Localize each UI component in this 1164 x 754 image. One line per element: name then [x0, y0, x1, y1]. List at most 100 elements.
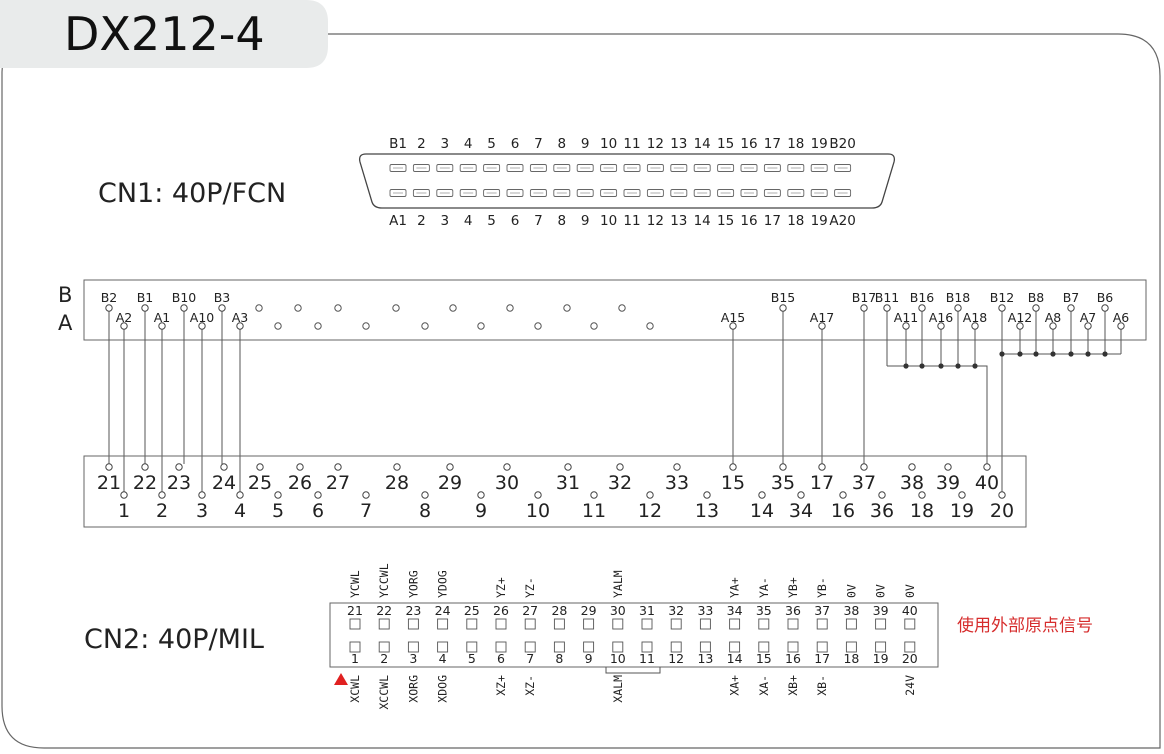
terminal-number-top: 15 [721, 472, 745, 494]
cn2-top-number: 21 [347, 603, 363, 618]
cn1-pin [529, 164, 547, 172]
cn2-connector [329, 602, 939, 668]
board-pin-label: A15 [721, 310, 745, 325]
cn2-bottom-number: 20 [902, 651, 918, 666]
cn2-bottom-number: 7 [526, 651, 534, 666]
unused-pin [274, 322, 282, 330]
cn1-pin [670, 189, 688, 197]
board-strip [83, 279, 1147, 341]
board-pin [971, 322, 979, 330]
cn1-bottom-label: 11 [623, 213, 640, 229]
cn2-pin-top [378, 618, 390, 630]
board-pin-label: B16 [910, 290, 935, 305]
board-pin-label: B1 [137, 290, 154, 305]
junction-dot [938, 363, 944, 369]
board-pin [860, 304, 868, 312]
cn2-pin-top [787, 618, 799, 630]
terminal-pin-bottom [703, 491, 711, 499]
terminal-pin-bottom [878, 491, 886, 499]
cn2-bottom-number: 17 [814, 651, 830, 666]
cn2-bottom-number: 14 [727, 651, 743, 666]
cn1-pin [670, 164, 688, 172]
cn1-pin [389, 164, 407, 172]
terminal-pin-top [818, 463, 826, 471]
cn1-bottom-label: 4 [464, 213, 473, 229]
terminal-pin-bottom [839, 491, 847, 499]
cn1-bottom-label: 12 [647, 213, 664, 229]
cn2-pin-top [407, 618, 419, 630]
cn2-top-number: 30 [610, 603, 626, 618]
cn2-pin-top [758, 618, 770, 630]
cn2-top-number: 27 [522, 603, 538, 618]
cn1-top-label: 17 [764, 136, 781, 152]
terminal-pin-bottom [958, 491, 966, 499]
cn1-pin [740, 189, 758, 197]
cn1-bottom-label: 5 [487, 213, 496, 229]
terminal-pins: 2112222332442552662772882993010311132123… [97, 463, 1014, 522]
board-pin [729, 322, 737, 330]
terminal-pin-bottom [477, 491, 485, 499]
cn1-top-label: 7 [534, 136, 543, 152]
cn2-top-signal-label: 0V [874, 584, 888, 598]
cn2-bottom-signal: 24V [903, 675, 917, 696]
cn1-top-label: 2 [417, 136, 426, 152]
cn1-pin [506, 189, 524, 197]
junction-dot [1068, 351, 1074, 357]
cn1-pin [483, 164, 501, 172]
cn1-top-label: 12 [647, 136, 664, 152]
cn2-pin-top [466, 618, 478, 630]
terminal-pin-bottom [198, 491, 206, 499]
cn2-top-number: 31 [639, 603, 655, 618]
cn2-pin-bottom [904, 641, 916, 653]
cn1-pin [459, 189, 477, 197]
cn1-pin [459, 164, 477, 172]
terminal-number-bottom: 12 [638, 500, 662, 522]
board-pin-label: A1 [154, 310, 171, 325]
junction-dot [999, 351, 1005, 357]
board-pin [818, 322, 826, 330]
cn1-pin [717, 189, 735, 197]
cn2-pin-top [904, 618, 916, 630]
terminal-pin-bottom [362, 491, 370, 499]
cn1-pin [483, 189, 501, 197]
terminal-strip [83, 455, 1027, 528]
cn1-top-label: 3 [441, 136, 450, 152]
cn2-top-number: 37 [814, 603, 830, 618]
board-pin [998, 304, 1006, 312]
alm-bracket [605, 667, 661, 674]
terminal-pin-bottom [534, 491, 542, 499]
terminal-pin-bottom [998, 491, 1006, 499]
terminal-number-bottom: 7 [360, 500, 372, 522]
terminal-number-top: 37 [852, 472, 876, 494]
unused-pin [563, 304, 571, 312]
board-pin [236, 322, 244, 330]
terminal-number-bottom: 5 [272, 500, 284, 522]
cn1-pin [834, 189, 852, 197]
cn2-bottom-number: 9 [585, 651, 593, 666]
cn1-dsub-shell [358, 153, 896, 209]
cn2-pin-bottom [553, 641, 565, 653]
terminal-number-bottom: 8 [419, 500, 431, 522]
cn2-pin-top [875, 618, 887, 630]
cn2-pin-bottom [495, 641, 507, 653]
cn1-bottom-label: 15 [717, 213, 734, 229]
cn1-top-label: 11 [623, 136, 640, 152]
cn2-top-number: 38 [843, 603, 859, 618]
cn1-bottom-label: 7 [534, 213, 543, 229]
cn1-pin [787, 164, 805, 172]
cn1-pin [600, 189, 618, 197]
cn1-pin [553, 189, 571, 197]
cn2-bottom-number: 11 [639, 651, 655, 666]
wires [108, 311, 1122, 492]
terminal-pin-top [105, 463, 113, 471]
cn2-top-number: 40 [902, 603, 918, 618]
terminal-pin-top [446, 463, 454, 471]
board-pin-label: A10 [190, 310, 215, 325]
cn2-pin-top [583, 618, 595, 630]
terminal-number-top: 26 [288, 472, 312, 494]
terminal-pin-top [983, 463, 991, 471]
terminal-pin-top [393, 463, 401, 471]
cn1-bottom-label: 18 [787, 213, 804, 229]
terminal-number-top: 23 [167, 472, 191, 494]
